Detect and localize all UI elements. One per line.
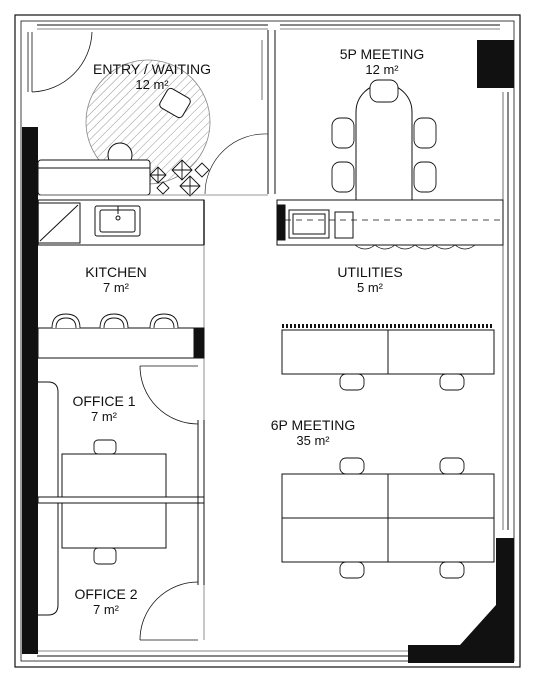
room-label-utilities: UTILITIES 5 m² [337,264,403,296]
utilities-counter [276,199,504,250]
structural-columns [22,40,514,663]
room-name: UTILITIES [337,264,403,280]
room-label-entry-waiting: ENTRY / WAITING 12 m² [93,61,211,93]
kitchen-bar [37,327,205,359]
room-label-kitchen: KITCHEN 7 m² [85,264,147,296]
room-label-office-2: OFFICE 2 7 m² [74,586,138,618]
room-label-6p-meeting: 6P MEETING 35 m² [270,417,356,449]
exterior-walls [14,14,521,668]
lounge-chair [159,87,191,119]
wall-entry-meeting [204,30,276,195]
room-area: 35 m² [296,433,330,448]
room-area: 7 m² [102,280,129,295]
bar-stools [51,313,179,329]
office-desks [61,453,167,549]
room-name: 5P MEETING [339,46,425,62]
plants [149,159,210,197]
room-name: OFFICE 2 [74,586,138,602]
entry-door [27,31,93,93]
table-cluster-top [281,324,495,375]
room-name: ENTRY / WAITING [93,61,211,77]
room-name: KITCHEN [85,264,147,280]
table-cluster-bottom [281,473,495,563]
meeting-chairs-5p [331,79,437,193]
room-name: OFFICE 1 [72,393,136,409]
room-area: 7 m² [90,409,117,424]
room-area: 12 m² [365,62,399,77]
office-1-door [139,365,199,425]
room-name: 6P MEETING [270,417,356,433]
room-area: 7 m² [92,602,119,617]
office-chairs [93,439,117,565]
office-couches [38,381,59,616]
sofa [37,159,151,196]
meeting-chairs-6p [339,373,465,579]
room-label-office-1: OFFICE 1 7 m² [72,393,136,425]
room-label-5p-meeting: 5P MEETING 12 m² [339,46,425,78]
kitchen-counter [37,199,205,246]
office-2-door [139,581,199,641]
room-area: 12 m² [135,77,169,92]
room-area: 5 m² [356,280,383,295]
